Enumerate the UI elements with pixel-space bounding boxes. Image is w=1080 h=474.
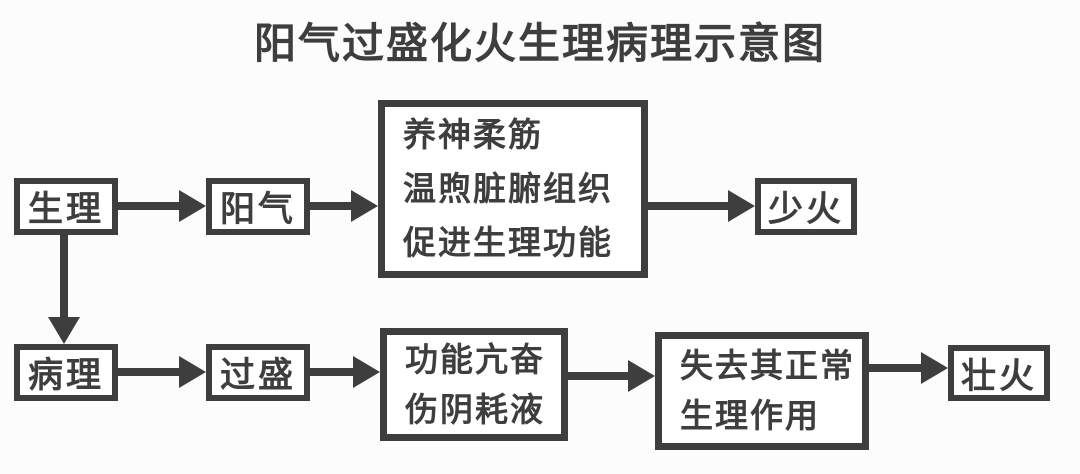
- arrow-functions-to-lesser-fire: [648, 188, 755, 224]
- arrow-right-icon: [628, 360, 655, 392]
- node-pathological-effects: 功能亢奋 伤阴耗液: [380, 328, 568, 441]
- node-loss-of-function: 失去其正常 生理作用: [655, 332, 869, 450]
- node-lesser-fire: 少火: [755, 178, 857, 235]
- loss-line-1: 失去其正常: [680, 347, 855, 384]
- arrow-shaft: [118, 202, 182, 210]
- functions-line-2: 温煦脏腑组织: [403, 170, 613, 207]
- arrow-right-icon: [728, 190, 755, 222]
- arrow-loss-to-vigorous-fire: [869, 350, 948, 386]
- arrow-right-icon: [353, 356, 380, 388]
- arrow-effects-to-loss: [568, 358, 655, 394]
- node-yang-qi-label: 阳气: [219, 190, 296, 229]
- node-vigorous-fire: 壮火: [948, 345, 1050, 401]
- arrow-physiology-to-pathology: [46, 235, 82, 344]
- arrow-yangqi-to-functions: [310, 188, 378, 224]
- node-excess: 过盛: [206, 344, 310, 401]
- node-yang-qi: 阳气: [206, 178, 310, 235]
- node-lesser-fire-label: 少火: [767, 190, 844, 229]
- node-physiology-label: 生理: [27, 190, 104, 229]
- functions-line-3: 促进生理功能: [403, 224, 613, 261]
- arrow-right-icon: [179, 190, 206, 222]
- node-pathology-label: 病理: [27, 356, 104, 395]
- arrow-shaft: [60, 235, 68, 320]
- arrow-shaft: [568, 372, 631, 380]
- arrow-right-icon: [179, 356, 206, 388]
- arrow-shaft: [869, 364, 924, 372]
- arrow-down-icon: [48, 317, 80, 344]
- node-physiology: 生理: [14, 178, 118, 235]
- node-physiological-functions: 养神柔筋 温煦脏腑组织 促进生理功能: [378, 100, 648, 278]
- effects-line-2: 伤阴耗液: [405, 390, 545, 428]
- functions-line-1: 养神柔筋: [403, 116, 543, 153]
- node-excess-label: 过盛: [219, 356, 296, 395]
- arrow-excess-to-effects: [310, 354, 380, 390]
- effects-line-1: 功能亢奋: [405, 340, 545, 378]
- diagram-title: 阳气过盛化火生理病理示意图: [253, 20, 826, 67]
- arrow-physiology-to-yangqi: [118, 188, 206, 224]
- arrow-pathology-to-excess: [118, 354, 206, 390]
- node-vigorous-fire-label: 壮火: [960, 356, 1037, 396]
- arrow-right-icon: [351, 190, 378, 222]
- arrow-right-icon: [921, 352, 948, 384]
- node-pathology: 病理: [14, 344, 118, 401]
- arrow-shaft: [310, 202, 354, 210]
- arrow-shaft: [310, 368, 356, 376]
- arrow-shaft: [118, 368, 182, 376]
- arrow-shaft: [648, 202, 731, 210]
- loss-line-2: 生理作用: [680, 397, 820, 434]
